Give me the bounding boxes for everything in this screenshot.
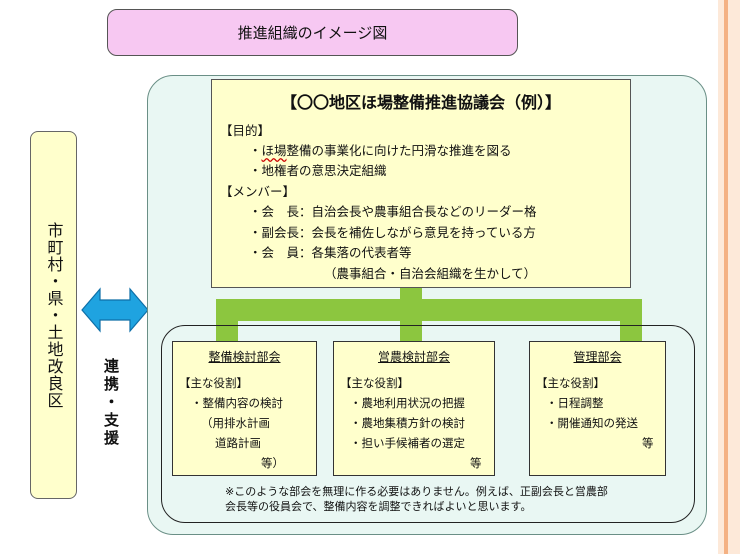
purpose-item: ・地権者の意思決定組織 <box>249 163 387 178</box>
subcommittee-management: 管理部会 【主な役割】 ・日程調整 ・開催通知の発送 等 <box>529 341 666 476</box>
connector-drop-left <box>216 299 238 341</box>
connector-drop-center <box>400 299 422 341</box>
spelling-mark: ほ場 <box>261 143 287 158</box>
subcommittee-area <box>161 325 695 523</box>
role-item: ・整備内容の検討 <box>191 396 283 410</box>
role-item: ・担い手候補者の選定 <box>350 436 465 450</box>
purpose-heading: 【目的】 <box>220 123 271 138</box>
member-item: ・副会長：会長を補佐しながら意見を持っている方 <box>249 225 536 240</box>
page-margin-band <box>718 0 740 554</box>
role-item: 等 <box>470 456 482 470</box>
member-note: （農事組合・自治会組織を生かして） <box>324 266 537 281</box>
roles-heading: 【主な役割】 <box>179 376 248 390</box>
footnote-line: 会長等の役員会で、整備内容を調整できればよいと思います。 <box>225 500 532 513</box>
footnote-line: ※このような部会を無理に作る必要はありません。例えば、正副会長と営農部 <box>225 485 608 498</box>
roles-heading: 【主な役割】 <box>536 376 605 390</box>
role-item: ・農地利用状況の把握 <box>350 396 465 410</box>
page-margin-line <box>724 0 728 554</box>
role-item: 道路計画 <box>215 436 261 450</box>
subcommittee-name: 整備検討部会 <box>208 350 281 364</box>
connector-drop-right <box>620 299 642 341</box>
member-item: ・会 員：各集落の代表者等 <box>249 245 412 260</box>
role-item: 等） <box>261 456 284 470</box>
connector-bar <box>216 299 642 321</box>
council-box: 【〇〇地区ほ場整備推進協議会（例）】 【目的】 ・ほ場整備の事業化に向けた円滑な… <box>211 79 631 288</box>
role-item: ・日程調整 <box>546 396 604 410</box>
double-arrow-icon <box>81 287 149 333</box>
subcommittee-name: 営農検討部会 <box>377 350 450 364</box>
role-item: ・農地集積方針の検討 <box>350 416 465 430</box>
council-title: 【〇〇地区ほ場整備推進協議会（例）】 <box>280 93 561 112</box>
role-item: ・開催通知の発送 <box>546 416 638 430</box>
member-item: ・会 長：自治会長や農事組合長などのリーダー格 <box>249 204 537 219</box>
municipality-box: 市町村・県・土地改良区 <box>30 131 77 499</box>
member-heading: 【メンバー】 <box>220 184 296 199</box>
subcommittee-name: 管理部会 <box>573 350 622 364</box>
liaison-label: 連携・支援 <box>102 358 120 448</box>
connector-stem <box>400 288 422 302</box>
roles-heading: 【主な役割】 <box>340 376 409 390</box>
subcommittee-maintenance: 整備検討部会 【主な役割】 ・整備内容の検討 （用排水計画 道路計画 等） <box>172 341 317 476</box>
subcommittee-farming: 営農検討部会 【主な役割】 ・農地利用状況の把握 ・農地集積方針の検討 ・担い手… <box>333 341 495 476</box>
purpose-item: ・ほ場整備の事業化に向けた円滑な推進を図る <box>249 140 512 159</box>
diagram-title: 推進組織のイメージ図 <box>107 9 518 56</box>
role-item: （用排水計画 <box>201 416 270 430</box>
role-item: 等 <box>642 436 654 450</box>
municipality-label: 市町村・県・土地改良区 <box>44 221 64 409</box>
purpose-item-text: ・ほ場整備の事業化に向けた円滑な推進を図る <box>249 143 512 158</box>
